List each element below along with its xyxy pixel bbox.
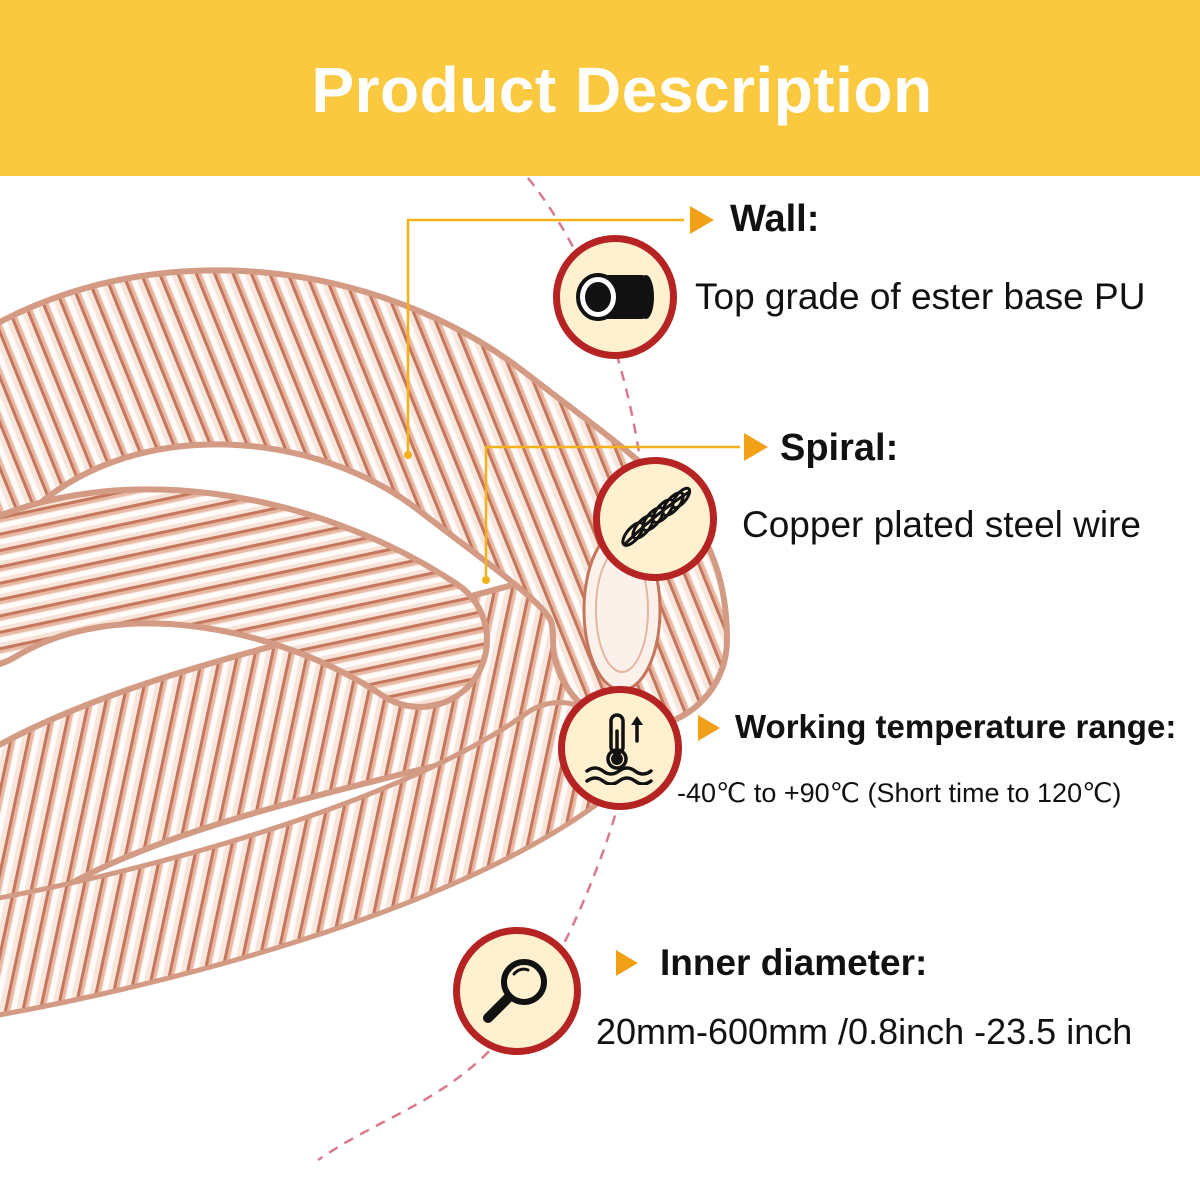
magnifier-icon (453, 927, 581, 1055)
spiral-description: Copper plated steel wire (742, 504, 1141, 545)
wall-description: Top grade of ester base PU (695, 276, 1146, 317)
leader-lines (406, 218, 740, 580)
wall-label: Wall: (730, 198, 820, 240)
page-title: Product Description (311, 54, 933, 126)
temperature-arrow-icon (698, 715, 720, 741)
diameter-arrow-icon (616, 950, 638, 976)
wall-arrow-icon (690, 206, 714, 234)
spiral-label: Spiral: (780, 427, 899, 469)
temperature-label: Working temperature range: (735, 708, 1177, 745)
header-banner: Product Description (0, 0, 1200, 176)
spiral-arrow-icon (744, 433, 768, 461)
pipe-tube-icon (553, 235, 677, 359)
thermometer-icon (558, 686, 682, 810)
diameter-description: 20mm-600mm /0.8inch -23.5 inch (596, 1011, 1133, 1052)
temperature-description: -40℃ to +90℃ (Short time to 120℃) (677, 778, 1122, 808)
diameter-label: Inner diameter: (660, 942, 928, 983)
spiral-wire-icon (593, 457, 717, 581)
